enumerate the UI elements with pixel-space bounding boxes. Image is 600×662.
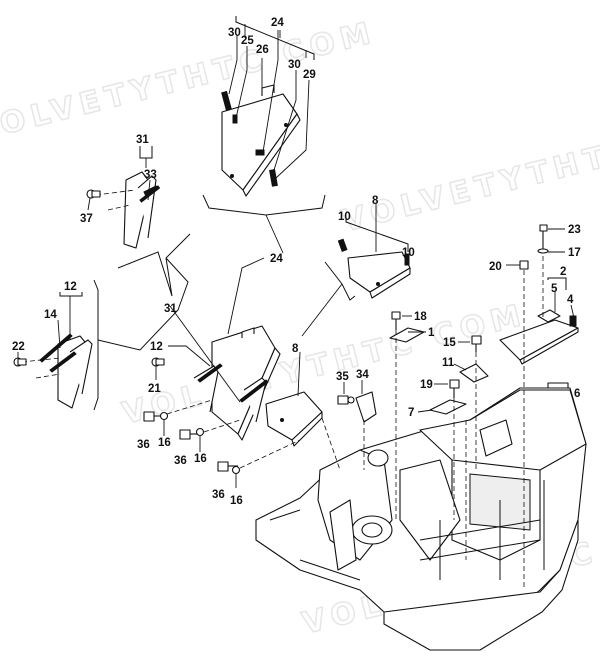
top-panel-assembly	[221, 84, 301, 197]
right-panel-callout-v	[324, 261, 356, 301]
bolt-icon	[179, 429, 191, 440]
callout-23: 23	[568, 224, 581, 236]
callout-26: 26	[256, 44, 269, 56]
callout-12a: 12	[64, 281, 77, 293]
bracket-2	[547, 277, 567, 290]
callout-6: 6	[574, 388, 580, 400]
callout-16a: 16	[158, 437, 171, 449]
washer-icon	[231, 465, 241, 475]
callout-33: 33	[144, 169, 157, 181]
callout-8a: 8	[372, 195, 379, 207]
callout-17: 17	[568, 247, 581, 259]
callout-14: 14	[44, 309, 57, 321]
callout-29: 29	[303, 69, 316, 81]
bracket-31a	[139, 146, 153, 159]
callout-31a: 31	[136, 134, 149, 146]
callout-10b: 10	[402, 247, 415, 259]
callout-31b: 31	[164, 303, 177, 315]
callout-24b: 24	[270, 253, 283, 265]
callout-1: 1	[428, 327, 435, 339]
callout-16c: 16	[230, 495, 243, 507]
callout-15: 15	[443, 337, 456, 349]
callout-8b: 8	[292, 343, 299, 355]
middle-small-parts	[337, 311, 489, 423]
callout-5: 5	[551, 283, 558, 295]
washer-icon	[195, 427, 205, 437]
upper-left-bracket	[86, 171, 161, 249]
callout-10a: 10	[338, 211, 351, 223]
left-side-brace	[93, 279, 99, 411]
callout-25: 25	[241, 35, 254, 47]
callout-36b: 36	[174, 455, 187, 467]
callout-19: 19	[420, 379, 433, 391]
callout-16b: 16	[194, 453, 207, 465]
svg-text:VOLVETYTHTC COM: VOLVETYTHTC COM	[339, 105, 600, 239]
callout-11: 11	[442, 357, 455, 369]
callout-36a: 36	[137, 439, 150, 451]
washer-icon	[159, 411, 169, 421]
callout-20: 20	[489, 261, 502, 273]
callout-12b: 12	[150, 341, 163, 353]
callout-24a: 24	[271, 17, 284, 29]
callout-4: 4	[567, 294, 574, 306]
left-callout-v	[117, 233, 191, 297]
callout-37: 37	[80, 213, 93, 225]
bolt-icon	[143, 411, 155, 422]
bolt-washer-set	[143, 399, 301, 475]
bracket-8a	[345, 218, 409, 252]
callout-35: 35	[336, 371, 349, 383]
left-center-v	[97, 257, 189, 351]
left-lever-assembly	[13, 333, 93, 409]
callout-36c: 36	[212, 489, 225, 501]
callout-18: 18	[414, 311, 427, 323]
callout-30b: 30	[288, 59, 301, 71]
callout-22: 22	[12, 341, 25, 353]
callout-30a: 30	[228, 27, 241, 39]
svg-text:VOLVETYTHTC COM: VOLVETYTHTC COM	[0, 15, 380, 149]
callout-34: 34	[356, 369, 369, 381]
right-top-panel	[337, 238, 411, 299]
right-plate-assembly	[499, 224, 579, 397]
machine-frame	[255, 387, 587, 651]
callout-7: 7	[408, 407, 414, 419]
callout-21: 21	[148, 383, 161, 395]
center-panel-assembly	[151, 325, 323, 447]
top-panel-callout-v	[202, 194, 326, 216]
bracket-12a	[59, 292, 83, 297]
callout-2: 2	[560, 266, 566, 278]
bolt-icon	[217, 461, 229, 472]
assembly-dashed-lines	[321, 256, 544, 590]
svg-text:VOLVETYTHTC COM: VOLVETYTHTC COM	[119, 297, 530, 431]
top-bracket-leaders	[228, 16, 315, 179]
